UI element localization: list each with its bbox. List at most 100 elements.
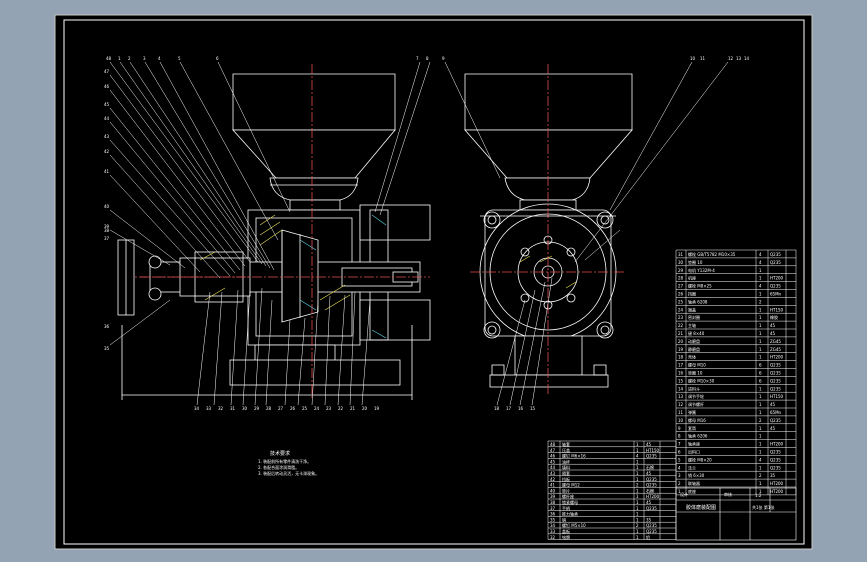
part-number-label: 25 [302,406,308,411]
bom-row-name: 调节螺杆 [688,401,704,407]
bom-row-material: Q235 [770,371,781,376]
bom-row-qty: 1 [636,506,639,511]
bom-row-number: 6 [678,450,681,455]
bom-row-material: HT200 [770,276,784,281]
part-number-label: 1 [118,56,121,61]
part-number-label: 39 [104,224,110,229]
leader-lines-bottom [196,287,371,406]
part-number-label: 17 [506,406,512,411]
bom-row-qty: 1 [759,268,762,273]
bom-row-material: 45 [770,323,776,328]
part-number-label: 46 [104,84,110,89]
bom-row-number: 1 [678,489,681,494]
bom-row-material: Q235 [646,454,657,459]
section-hatching [199,214,387,339]
bom-row-material: 45 [770,426,776,431]
bom-row-name: 螺栓 M10×30 [688,377,715,383]
part-number-label: 35 [104,346,110,351]
bom-row-qty: 1 [759,481,762,486]
part-number-label: 16 [518,406,524,411]
hopper-left [232,73,396,131]
notes-title: 技术要求 [270,450,290,457]
part-number-label: 45 [104,102,110,107]
bom-row-name: 手柄 [562,505,570,511]
bom-row-number: 14 [678,386,684,391]
part-number-label: 7 [416,56,419,61]
part-number-label: 29 [254,406,260,411]
bom-row-name: 挡板 [562,476,570,482]
bom-row-material: Q235 [770,386,781,391]
bom-row-name: 壳体 [688,354,696,360]
part-number-label: 2 [128,56,131,61]
bom-row-number: 30 [678,260,684,265]
bom-row-number: 26 [678,292,684,297]
bom-row-name: 螺栓 GB/T5782 M10×35 [688,251,736,257]
part-number-label: 18 [494,406,500,411]
bom-row-name: 套筒 [688,425,696,431]
bom-row-material: HT150 [646,448,660,453]
bom-row-qty: 2 [759,473,762,478]
bom-row-material: Q235 [770,450,781,455]
bom-row-name: 螺杆座 [562,493,574,499]
bom-row-number: 40 [550,488,556,493]
bom-row-qty: 1 [636,488,639,493]
bom-row-number: 45 [550,459,556,464]
bom-row-name: 调节手轮 [688,393,704,399]
part-number-label: 30 [242,406,248,411]
part-number-label: 47 [104,69,110,74]
bom-row-material: HT150 [770,394,784,399]
bom-row-material: Q235 [646,483,657,488]
bom-row-material: HT200 [770,489,784,494]
part-numbers-right-bottom: 18 17 16 15 [494,406,536,411]
bom-row-number: 25 [678,299,684,304]
bom-row-qty: 6 [759,363,762,368]
bom-row-name: 轴承 6208 [688,298,708,304]
bom-row-material: 35 [770,473,776,478]
bom-row-number: 47 [550,448,556,453]
bom-row-qty: 4 [636,454,639,459]
part-number-label: 41 [104,169,110,174]
bom-row-qty: 1 [636,517,639,522]
bom-row-number: 19 [678,347,684,352]
bom-row-name: 盖板 [562,528,570,534]
bom-row-qty: 1 [636,529,639,534]
bom-row-name: 螺母 M16 [688,417,706,423]
bom-row-number: 18 [678,355,684,360]
bom-row-number: 15 [678,378,684,383]
bom-row-material: HT200 [646,494,660,499]
bom-row-name: 动磨盘 [688,338,700,344]
bom-row-material: 45 [770,331,776,336]
bom-row-number: 39 [550,494,556,499]
part-number-label: 12 [728,56,734,61]
notes-line-2: 2. 各配合面涂润滑脂。 [258,464,299,470]
bom-row-material: 35 [646,517,652,522]
part-number-label: 19 [374,406,380,411]
bom-row-material: 45 [770,402,776,407]
bom-row-number: 42 [550,477,556,482]
part-number-label: 43 [104,134,110,139]
bom-row-qty: 4 [759,252,762,257]
bom-row-material: 45 [646,471,652,476]
bom-row-number: 24 [678,307,684,312]
part-number-label: 14 [744,56,750,61]
bom-row-material: 65Mn [770,292,782,297]
bom-row-name: 垫片 [562,487,570,493]
bom-row-material: Q235 [770,418,781,423]
bom-row-number: 17 [678,363,684,368]
bom-row-name: 轴套 [562,441,570,447]
part-number-label: 6 [216,56,219,61]
bom-row-material: 45 [646,442,652,447]
bom-row-qty: 4 [759,284,762,289]
bom-row-name: 密封圈 [688,314,700,320]
bom-row-material: Q235 [646,477,657,482]
part-number-label: 40 [104,204,110,209]
bom-row-number: 5 [678,457,681,462]
bom-row-name: 挡圈 [688,291,696,297]
bom-row-number: 48 [550,442,556,447]
bom-row-qty: 1 [636,494,639,499]
bom-row-material: 45 [646,500,652,505]
part-number-label: 15 [530,406,536,411]
